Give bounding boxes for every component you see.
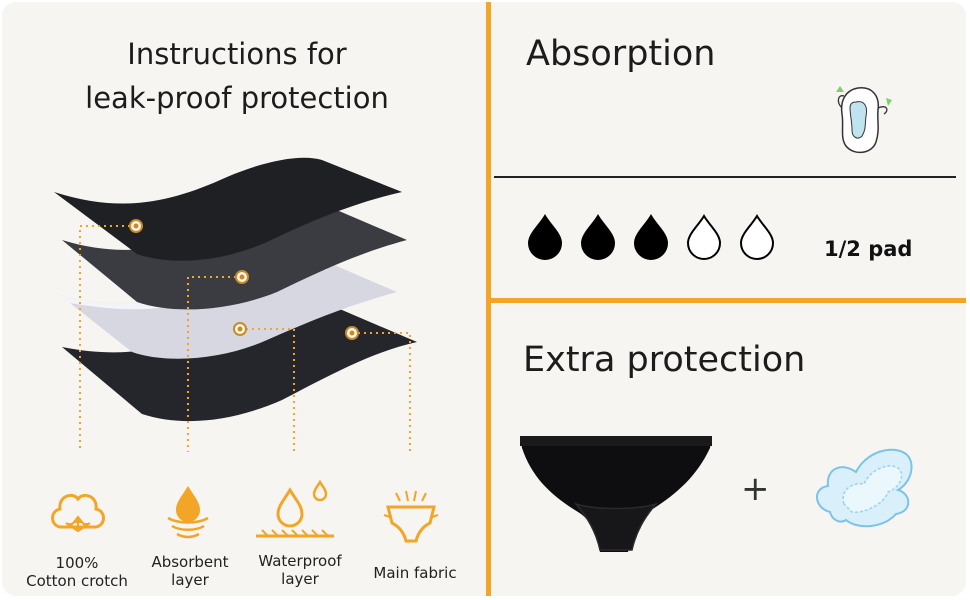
- cotton-icon: [51, 493, 105, 533]
- waterproof-drops-icon: [256, 480, 334, 538]
- brief-fabric-icon: [383, 490, 439, 543]
- sanitary-pad-image: [816, 448, 913, 528]
- layer-label-main-fabric: Main fabric: [360, 564, 470, 582]
- absorbent-drop-icon: [167, 486, 209, 539]
- layer-label-cotton: 100% Cotton crotch: [12, 554, 142, 590]
- sanitary-pad-outline-icon: [836, 86, 892, 154]
- plus-sign: +: [741, 469, 770, 509]
- layer-label-line: layer: [281, 570, 319, 588]
- absorption-rule: [494, 176, 956, 178]
- horizontal-divider: [491, 298, 966, 303]
- title-line-1: Instructions for: [127, 37, 347, 71]
- layer-label-line: Cotton crotch: [26, 572, 128, 590]
- layer-label-line: layer: [171, 571, 209, 589]
- layered-fabric-illustration: [54, 157, 417, 452]
- layer-label-waterproof: Waterproof layer: [240, 552, 360, 588]
- absorption-level: [526, 214, 776, 260]
- layer-label-line: Waterproof: [258, 552, 342, 570]
- layer-label-line: 100%: [55, 554, 99, 572]
- title-line-2: leak-proof protection: [85, 81, 389, 115]
- layer-label-absorbent: Absorbent layer: [130, 553, 250, 589]
- black-brief-image: [520, 436, 712, 552]
- layer-label-line: Absorbent: [151, 553, 229, 571]
- pad-equivalent-label: 1/2 pad: [824, 237, 913, 261]
- drop-filled-icon: [580, 214, 616, 260]
- drop-filled-icon: [527, 214, 563, 260]
- absorption-heading: Absorption: [526, 34, 716, 74]
- page-title: Instructions for leak-proof protection: [2, 32, 472, 120]
- drop-filled-icon: [633, 214, 669, 260]
- drop-empty-icon: [686, 214, 722, 260]
- layer-label-line: Main fabric: [373, 564, 457, 582]
- vertical-divider: [486, 2, 491, 596]
- drop-empty-icon: [739, 214, 775, 260]
- extra-protection-heading: Extra protection: [523, 340, 806, 380]
